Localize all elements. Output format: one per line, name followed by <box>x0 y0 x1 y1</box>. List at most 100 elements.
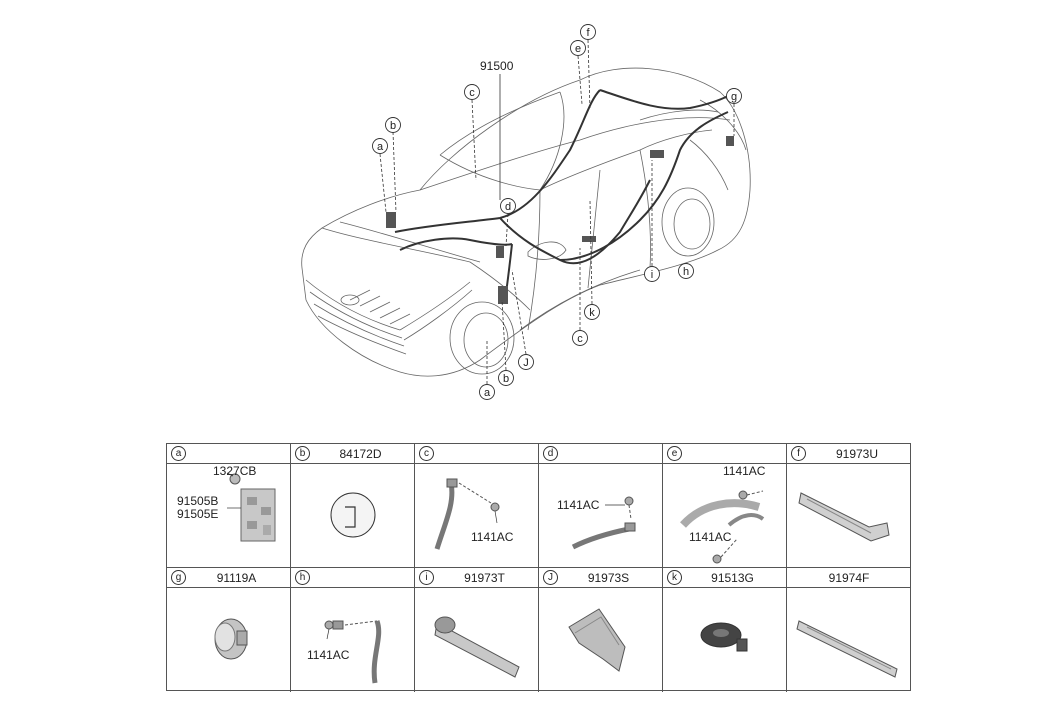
part-letter: f <box>791 446 806 461</box>
junction-box-illustration: 1327CB 91505B 91505E <box>177 464 276 542</box>
part-letter: k <box>667 570 682 585</box>
leader-b-bottom <box>501 299 507 371</box>
rear-wheel-inner <box>673 198 711 250</box>
callout-circle-g <box>726 88 742 104</box>
part-letter: b <box>295 446 310 461</box>
part-cell-header: a <box>167 444 290 464</box>
grommet-illustration <box>214 618 248 660</box>
part-number: 91973T <box>464 571 505 585</box>
callout-i: i <box>651 269 653 281</box>
rear-shelf-connector <box>650 150 664 158</box>
leader-c-top <box>471 99 477 181</box>
part-cell-b: b 84172D <box>291 444 415 568</box>
part-cell-e: e 1141AC 1141AC <box>663 444 787 568</box>
part-cell-header: g 91119A <box>167 568 290 588</box>
junction-box-connector <box>386 212 396 228</box>
ground-wire-illustration: 1141AC <box>434 478 514 550</box>
label-1141AC-top: 1141AC <box>723 464 766 478</box>
label-1327CB: 1327CB <box>213 464 256 478</box>
rear-wheel <box>661 187 715 257</box>
part-letter: a <box>171 446 186 461</box>
parts-table: a 1327CB 91505B 91505E b 84172D c <box>166 443 911 692</box>
callout-circle-f <box>580 24 596 40</box>
part-cell-header: f 91973U <box>787 444 911 464</box>
leader-j <box>511 269 527 355</box>
callout-e: e <box>575 43 581 55</box>
part-cell-i: i 91973T <box>415 568 539 692</box>
part-cell-j: J 91973S <box>539 568 663 692</box>
part-number: 91974F <box>828 571 870 585</box>
callout-a-top: a <box>377 141 384 153</box>
callout-circle-j <box>518 354 534 370</box>
harness-protector-illustration: 1141AC 1141AC <box>680 464 766 564</box>
rear-window <box>639 109 719 151</box>
front-emblem <box>340 294 360 306</box>
ground-wire-illustration: 1141AC <box>307 620 382 684</box>
part-cell-a: a 1327CB 91505B 91505E <box>167 444 291 568</box>
part-letter: d <box>543 446 558 461</box>
harness-protector-illustration <box>796 620 898 678</box>
callout-g: g <box>731 91 737 103</box>
main-harness <box>394 89 729 301</box>
callout-b-bottom: b <box>503 373 509 385</box>
part-cell-header: k 91513G <box>663 568 786 588</box>
part-cell-91974F: 91974F <box>787 568 911 692</box>
roof-harness <box>599 89 729 110</box>
side-mirror <box>527 241 567 260</box>
vehicle-wiring-diagram: 91500 a b c d e <box>301 24 751 400</box>
pillar-connector <box>582 236 596 242</box>
leader-e <box>577 55 583 105</box>
main-harness-label: 91500 <box>480 59 514 73</box>
ground-wire-illustration: 1141AC <box>557 496 636 550</box>
leader-d <box>505 213 509 247</box>
callout-circle-k <box>584 304 600 320</box>
part-cell-header: d <box>539 444 662 464</box>
part-cell-header: 91974F <box>787 568 911 588</box>
part-cell-f: f 91973U <box>787 444 911 568</box>
label-1141AC: 1141AC <box>307 648 350 662</box>
part-number: 91973U <box>835 447 879 461</box>
dash-connector <box>496 246 504 258</box>
callout-circle-a-top <box>372 138 388 154</box>
callout-c-top: c <box>469 87 475 99</box>
leader-k <box>589 199 593 305</box>
callout-b-top: b <box>390 120 396 132</box>
part-cell-header: e <box>663 444 786 464</box>
part-letter: h <box>295 570 310 585</box>
part-cell-header: i 91973T <box>415 568 538 588</box>
part-cell-header: c <box>415 444 538 464</box>
trunk-connector <box>726 136 734 146</box>
label-1141AC-bottom: 1141AC <box>689 530 732 544</box>
callout-circle-e <box>570 40 586 56</box>
callout-c-bottom: c <box>577 333 583 345</box>
front-wheel-inner <box>463 312 509 368</box>
part-letter: e <box>667 446 682 461</box>
plug-illustration <box>330 492 376 538</box>
part-cell-g: g 91119A <box>167 568 291 692</box>
callout-a-bottom: a <box>484 387 491 399</box>
callout-circle-c-top <box>464 84 480 100</box>
part-number: 91973S <box>587 571 630 585</box>
part-letter: g <box>171 570 186 585</box>
label-1141AC: 1141AC <box>471 530 514 544</box>
part-cell-header: h <box>291 568 414 588</box>
leader-a-top <box>379 153 387 213</box>
label-91505E: 91505E <box>177 507 218 521</box>
callout-circle-b-top <box>385 117 401 133</box>
part-letter: i <box>419 570 434 585</box>
label-91505B: 91505B <box>177 494 218 508</box>
front-grille <box>305 279 411 355</box>
windshield-outline <box>439 91 565 191</box>
part-cell-h: h 1141AC <box>291 568 415 692</box>
callout-circle-d <box>500 198 516 214</box>
part-letter: c <box>419 446 434 461</box>
front-wheel <box>449 301 515 375</box>
leader-f <box>587 39 591 111</box>
callout-circle-c-bottom <box>572 330 588 346</box>
callout-j: J <box>523 357 529 369</box>
callout-f: f <box>586 27 590 39</box>
label-1141AC: 1141AC <box>557 498 600 512</box>
part-cell-c: c 1141AC <box>415 444 539 568</box>
trunk-outline <box>689 99 747 191</box>
callout-circle-b-bottom <box>498 370 514 386</box>
